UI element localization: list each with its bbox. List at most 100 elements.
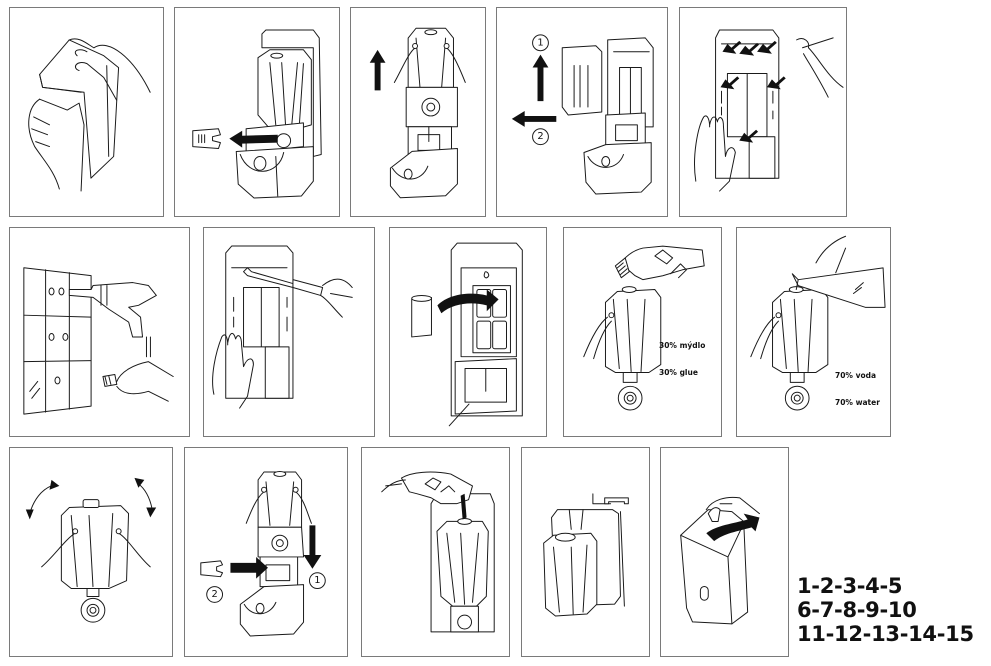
- marker-arrow-icon: [739, 42, 760, 56]
- illustration-line: [104, 376, 112, 385]
- illustration-line: [261, 29, 322, 157]
- illustration-line: [270, 52, 284, 59]
- illustration-line: [23, 267, 92, 415]
- rotate-arrow-icon: [146, 507, 157, 518]
- marker-arrow-icon: [766, 76, 786, 90]
- illustration-line: [443, 43, 450, 49]
- illustration-line: [39, 73, 82, 93]
- illustration-line: [265, 564, 291, 582]
- illustration-line: [426, 102, 436, 112]
- illustration-line: [381, 479, 406, 493]
- step-1-illustration: [28, 38, 151, 192]
- illustration-line: [74, 49, 88, 57]
- illustration-line: [264, 346, 290, 399]
- legend-row-3: 11-12-13-14-15: [797, 622, 974, 646]
- illustration-line: [583, 316, 612, 360]
- illustration-line: [492, 320, 507, 350]
- step-11-illustration: [25, 477, 157, 623]
- step-9-panel: 30% mýdlo 30% glue: [563, 227, 722, 437]
- illustration-line: [615, 124, 638, 142]
- illustration-line: [58, 287, 65, 296]
- illustration-line: [604, 497, 629, 505]
- step-2-illustration: [192, 29, 322, 199]
- step-6-illustration: [23, 267, 174, 415]
- illustration-line: [89, 606, 97, 614]
- step-14-panel: [521, 447, 650, 657]
- water-ratio-line-2: 70% water: [835, 398, 880, 407]
- illustration-line: [253, 155, 267, 171]
- step-number-label-2: 2: [211, 589, 217, 600]
- illustration-line: [68, 38, 151, 93]
- illustration-line: [457, 517, 473, 525]
- step-5-panel: [679, 7, 847, 217]
- illustration-line: [23, 269, 92, 413]
- rotate-arrow-icon: [134, 477, 145, 488]
- illustration-line: [41, 532, 151, 568]
- illustration-line: [705, 496, 760, 515]
- arrow-down-icon: [303, 525, 322, 569]
- step-11-panel: [9, 447, 173, 657]
- step-10-illustration: [750, 235, 886, 411]
- marker-arrow-icon: [722, 40, 742, 54]
- illustration-line: [233, 296, 288, 332]
- illustration-line: [239, 584, 305, 637]
- illustration-line: [411, 294, 432, 302]
- arrow-right-icon: [437, 289, 499, 314]
- illustration-line: [608, 312, 615, 319]
- marker-arrow-icon: [757, 40, 777, 54]
- step-8-panel: [389, 227, 547, 437]
- illustration-line: [212, 332, 254, 409]
- illustration-line: [793, 394, 801, 402]
- illustration-line: [553, 544, 588, 615]
- illustration-line: [31, 116, 50, 148]
- illustration-line: [72, 528, 79, 535]
- illustration-line: [601, 155, 611, 167]
- illustration-line: [28, 98, 60, 190]
- illustration-line: [775, 312, 782, 319]
- pouring-stream-icon: [460, 493, 467, 520]
- illustration-line: [269, 62, 304, 128]
- illustration-line: [70, 512, 114, 588]
- illustration-line: [612, 298, 646, 372]
- illustration-line: [403, 168, 413, 180]
- illustration-line: [626, 394, 634, 402]
- step-12-illustration: 1 2: [200, 471, 326, 637]
- illustration-line: [424, 477, 456, 493]
- illustration-line: [789, 371, 805, 383]
- illustration-line: [411, 296, 432, 338]
- step-2-panel: [174, 7, 340, 217]
- arrow-left-icon: [511, 111, 557, 127]
- step-10-panel: 70% voda 70% water: [736, 227, 891, 437]
- illustration-line: [273, 471, 287, 477]
- step-14-illustration: [543, 493, 629, 617]
- illustration-line: [100, 285, 108, 306]
- illustration-line: [48, 332, 55, 341]
- step-6-panel: [9, 227, 190, 437]
- step-12-panel: 1 2: [184, 447, 348, 657]
- sensor-window-icon: [699, 585, 709, 601]
- illustration-line: [620, 245, 705, 281]
- illustration-line: [106, 65, 110, 157]
- step-4-panel: 1 2: [496, 7, 668, 217]
- illustration-line: [796, 37, 844, 98]
- rotate-arrow-icon: [25, 509, 34, 520]
- illustration-line: [29, 380, 41, 399]
- illustration-line: [243, 601, 277, 615]
- arrow-right-icon: [230, 556, 268, 579]
- illustration-line: [39, 39, 120, 179]
- illustration-line: [476, 320, 492, 350]
- step-1-panel: [9, 7, 164, 217]
- legend-row-1: 1-2-3-4-5: [797, 574, 903, 598]
- step-7-panel: [203, 227, 375, 437]
- step-number-badge-2: [206, 586, 224, 603]
- step-8-illustration: [411, 242, 523, 427]
- arrow-up-icon: [369, 49, 386, 91]
- illustration-line: [239, 152, 285, 172]
- illustration-line: [779, 298, 813, 372]
- illustration-line: [446, 532, 479, 605]
- marker-arrow-icon: [739, 129, 759, 143]
- illustration-line: [554, 532, 576, 542]
- illustration-line: [424, 29, 438, 36]
- illustration-line: [616, 262, 628, 276]
- illustration-line: [694, 115, 736, 192]
